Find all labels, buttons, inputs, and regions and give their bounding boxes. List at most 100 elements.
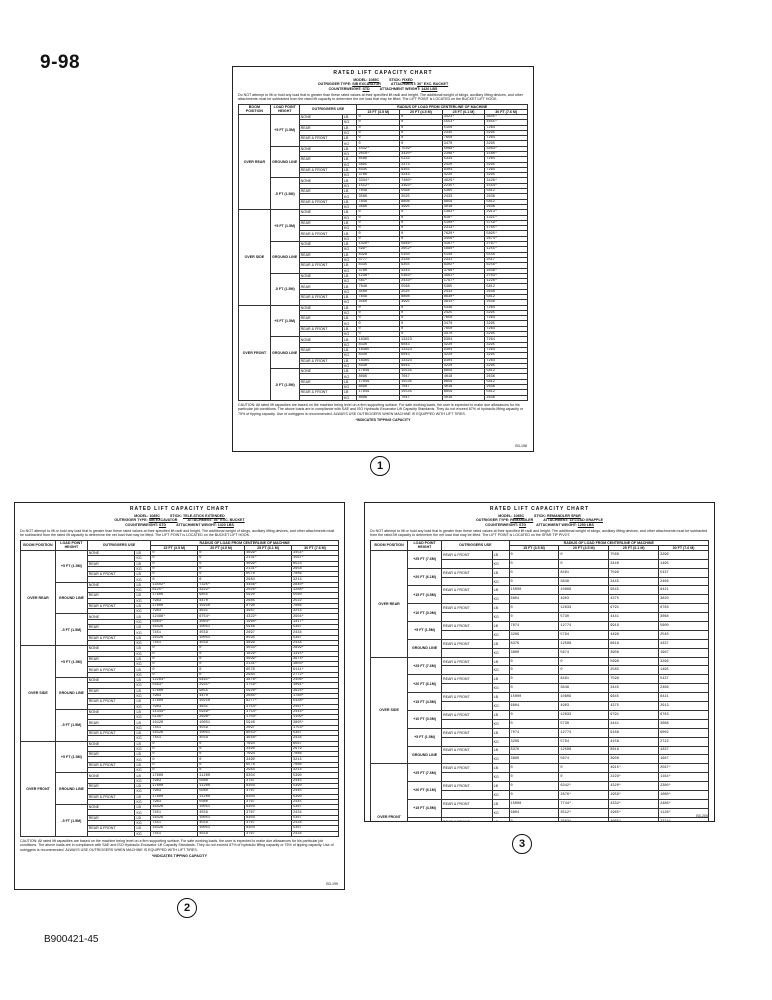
unit-cell: KG [491,665,510,676]
unit-cell: LB [491,745,510,756]
capacity-cell: 1959* [608,789,660,800]
load-height-header: LOAD POINT HEIGHT [54,539,88,551]
attach_weight-value: 1420 LBS [421,86,438,91]
outrigger-cell [440,558,493,569]
capacity-cell: 2434 [291,830,339,837]
capacity-cell: 2636 [484,394,528,401]
chart-title: RATED LIFT CAPACITY CHART [489,506,590,512]
capacity-cell: 5794 [558,736,610,747]
outriggers-header: OUTRIGGERS USE [298,103,358,115]
capacity-cell: 4441 [608,612,660,623]
capacity-cell: 8616 [608,745,660,756]
warning-text: Do NOT attempt to lift or hold any load … [20,528,335,538]
capacity-cell: 3068 [658,612,709,623]
outrigger-cell: REAR & FRONT [440,656,493,667]
warning-text: Do NOT attempt to lift or hold any load … [370,528,708,538]
outrigger-cell [440,647,493,658]
model-field: MODEL: 1085C [498,514,524,518]
outrigger-cell [440,736,493,747]
load-height-cell: -5 FT (1.5M) [269,368,300,401]
capacity-cell: 7451 [150,830,199,837]
capacity-cell: 3068 [658,718,709,729]
page-number: 9-98 [40,52,81,73]
outrigger-cell [440,772,493,783]
outrigger-label: OUTRIGGER TYPE: [114,518,148,523]
capacity-cell: 5698 [608,656,660,667]
load-height-cell: +5 FT (1.5M) [269,113,300,147]
unit-cell: LB [491,603,510,614]
callout-2: 2 [177,898,197,918]
capacity-cell: 3445 [608,683,660,694]
capacity-cell: 0 [558,549,610,560]
capacity-cell: 4332* [608,798,660,809]
model-value: 1085C [368,78,380,82]
capacity-cell: 4320* [608,781,660,791]
capacity-cell: 0 [508,576,560,587]
unit-cell: KG [491,718,510,729]
load-height-cell: GROUND LINE [269,145,300,179]
tipping-note: *INDICATES TIPPING CAPACITY [152,854,207,859]
capacity-cell: 15000 [508,692,560,703]
capacity-cell: 3296 [658,549,709,560]
attach_weight-field: ATTACHMENT WEIGHT: 1420 LBS [176,523,234,527]
chart-mark: B3-200 [696,814,708,818]
capacity-cell: 2913 [658,701,709,711]
capacity-cell: 9791 [608,709,660,720]
capacity-cell: 0 [508,603,560,614]
boom-position-cell: OVER SIDE [238,209,271,306]
capacity-cell: 8616 [608,638,660,649]
capacity-cell: 1967 [658,647,709,658]
load-height-header: LOAD POINT HEIGHT [269,103,300,115]
load-height-cell: +5 FT (1.5M) [54,549,88,583]
model-label: MODEL: [134,514,149,518]
chart-title: RATED LIFT CAPACITY CHART [333,70,433,76]
capacity-cell: 2486* [658,798,709,809]
load-height-cell: GROUND LINE [269,336,300,370]
boom-position-header: BOOM POSITION [369,539,409,551]
chart-title: RATED LIFT CAPACITY CHART [129,506,230,512]
capacity-cell: 6763 [658,603,709,614]
capacity-cell: 1965* [608,807,660,818]
capacity-cell: 9919 [608,621,660,631]
chart-mark: B3-199 [326,882,338,886]
unit-cell: KG [491,683,510,694]
capacity-cell: 5437 [658,567,709,578]
capacity-cell: 8421 [658,585,709,596]
capacity-cell: 7599 [608,674,660,685]
caution-text: CAUTION: All rated lift capacities are b… [20,838,334,852]
capacity-cell: 1495 [658,558,709,569]
boom-position-cell: OVER SIDE [369,656,409,765]
capacity-cell: 9645 [608,585,660,596]
capacity-cell: 5437 [658,674,709,685]
counterweight-label: COUNTERWEIGHT: [485,522,518,527]
capacity-cell: 4499 [608,629,660,640]
unit-cell: KG [491,772,510,783]
capacity-cell: 8491 [558,567,610,578]
outrigger-cell: REAR & FRONT [440,816,493,821]
outrigger-cell [440,629,493,640]
outrigger-cell [440,665,493,676]
capacity-cell: 8491 [558,674,610,685]
outrigger-cell [440,718,493,729]
attach_weight-value: 1250 LBS [577,522,594,527]
outrigger-cell: REAR & FRONT [440,692,493,703]
capacity-cell: 9168 [608,727,660,738]
capacity-cell: 0 [508,674,560,685]
capacity-cell: 0 [558,558,610,569]
unit-cell: KG [491,594,510,605]
